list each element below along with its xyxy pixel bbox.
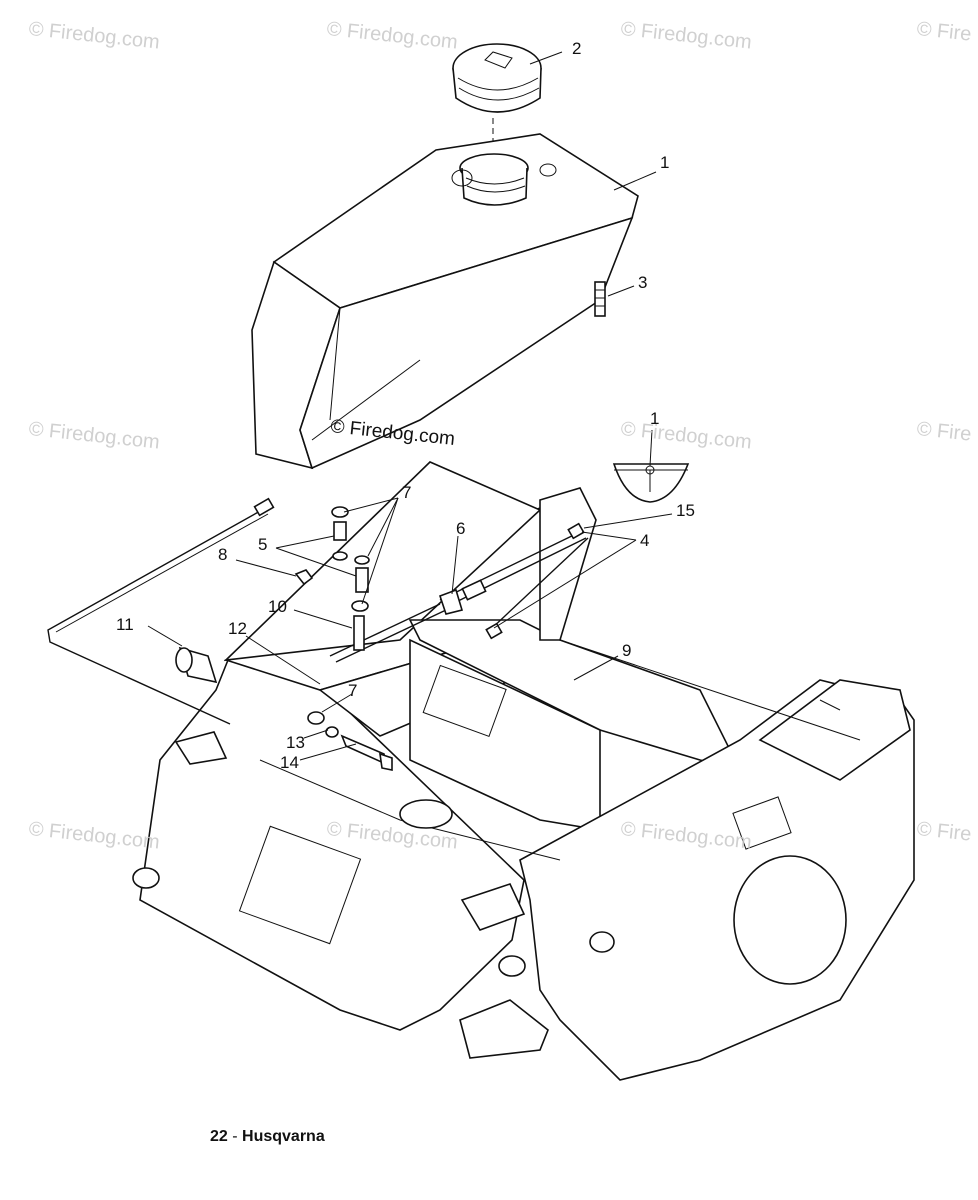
stud: [594, 281, 606, 317]
callout-13: 13: [286, 733, 305, 752]
fuel-tank: [251, 133, 639, 470]
callout-leaders: [147, 51, 673, 761]
callout-12: 12: [228, 619, 247, 638]
page-number: 22: [210, 1128, 228, 1145]
callout-7-top: 7: [402, 483, 411, 502]
callout-3: 3: [638, 273, 647, 292]
callout-2: 2: [572, 39, 581, 58]
callout-5: 5: [258, 535, 267, 554]
fuel-cap: [452, 43, 542, 156]
frame: [132, 461, 915, 1081]
callout-15: 15: [676, 501, 695, 520]
callout-1-decal: 1: [650, 409, 659, 428]
callout-6: 6: [456, 519, 465, 538]
fuel-line: [47, 497, 589, 725]
callout-14: 14: [280, 753, 299, 772]
callout-1-tank: 1: [660, 153, 669, 172]
callout-9: 9: [622, 641, 631, 660]
page-footer: 22 - Husqvarna: [210, 1128, 325, 1146]
callout-7-low: 7: [348, 681, 357, 700]
bolt-assembly: [307, 711, 393, 771]
callout-11: 11: [116, 615, 134, 634]
callout-10: 10: [268, 597, 287, 616]
decal: [612, 463, 690, 503]
callout-numbers: 2 1 3 1 15 4 6 7 5 8 10 11 12 9 7 13 14: [116, 39, 695, 772]
footer-brand: Husqvarna: [242, 1128, 325, 1145]
footer-separator: -: [227, 1128, 243, 1145]
callout-8: 8: [218, 545, 227, 564]
mount-hardware: [294, 506, 370, 651]
callout-4: 4: [640, 531, 649, 550]
